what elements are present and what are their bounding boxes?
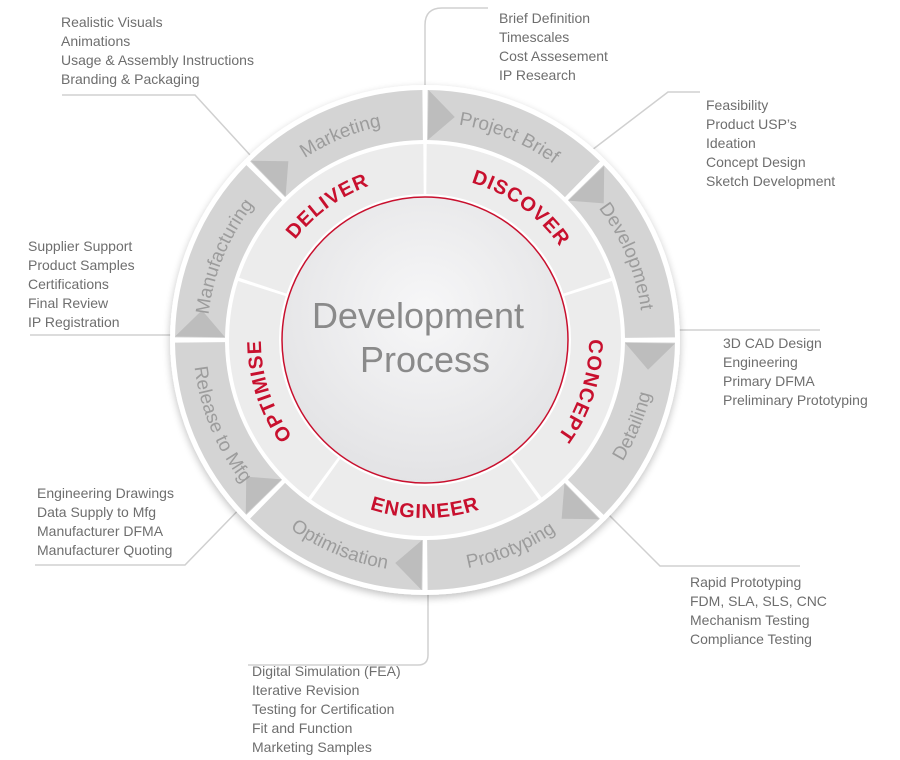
note-line: IP Registration <box>28 314 120 330</box>
outer-segment-arrow <box>624 342 675 370</box>
outer-segment-prototyping[interactable] <box>427 482 600 590</box>
note-line: Primary DFMA <box>723 373 815 389</box>
outer-segment-arrow <box>561 483 600 520</box>
note-line: Concept Design <box>706 154 806 170</box>
inner-segment-discover[interactable] <box>426 144 611 294</box>
inner-segment-deliver[interactable] <box>239 144 424 294</box>
outer-segment-optimisation[interactable] <box>250 482 423 590</box>
outer-segment-marketing[interactable] <box>250 90 423 198</box>
note-line: Final Review <box>28 295 109 311</box>
note-line: IP Research <box>499 67 576 83</box>
connector-optimisation <box>248 580 429 666</box>
note-line: Preliminary Prototyping <box>723 392 868 408</box>
note-line: Product USP’s <box>706 116 797 132</box>
note-line: Realistic Visuals <box>61 14 163 30</box>
note-line: FDM, SLA, SLS, CNC <box>690 593 827 609</box>
connector-project-brief <box>424 7 488 110</box>
note-line: Manufacturer DFMA <box>37 523 164 539</box>
inner-segment-optimise[interactable] <box>229 281 339 498</box>
connector-release-to-mfg <box>35 494 254 566</box>
outer-segment-project-brief[interactable] <box>427 90 600 198</box>
note-line: Marketing Samples <box>252 739 372 755</box>
note-line: 3D CAD Design <box>723 335 822 351</box>
note-line: Supplier Support <box>28 238 132 254</box>
connector-development <box>591 91 700 151</box>
outer-segment-release-to-mfg[interactable] <box>175 342 283 515</box>
note-line: Product Samples <box>28 257 135 273</box>
note-line: Ideation <box>706 135 756 151</box>
note-line: Branding & Packaging <box>61 71 200 87</box>
connector-marketing <box>62 94 251 156</box>
outer-segment-development[interactable] <box>567 165 675 338</box>
note-line: Mechanism Testing <box>690 612 810 628</box>
outer-segment-arrow <box>175 310 226 338</box>
inner-segment-engineer[interactable] <box>311 458 539 536</box>
note-line: Data Supply to Mfg <box>37 504 156 520</box>
center-title-line1: Development <box>312 295 524 336</box>
note-line: Testing for Certification <box>252 701 394 717</box>
inner-segment-concept[interactable] <box>511 281 621 498</box>
note-line: Compliance Testing <box>690 631 812 647</box>
center-title-line2: Process <box>360 339 490 380</box>
note-line: Feasibility <box>706 97 768 113</box>
note-line: Iterative Revision <box>252 682 359 698</box>
note-line: Animations <box>61 33 130 49</box>
outer-segment-arrow <box>395 539 423 590</box>
note-line: Brief Definition <box>499 10 590 26</box>
outer-segment-arrow <box>250 160 289 197</box>
note-line: Fit and Function <box>252 720 352 736</box>
note-line: Digital Simulation (FEA) <box>252 663 401 679</box>
center-circle <box>281 196 569 484</box>
outer-segment-arrow <box>568 165 605 204</box>
outer-segment-arrow <box>427 90 455 141</box>
note-line: Engineering <box>723 354 798 370</box>
outer-segment-detailing[interactable] <box>567 342 675 515</box>
outer-segment-manufacturing[interactable] <box>175 165 283 338</box>
note-line: Certifications <box>28 276 109 292</box>
note-line: Cost Assesement <box>499 48 608 64</box>
note-line: Timescales <box>499 29 569 45</box>
notes-optimisation: Digital Simulation (FEA) Iterative Revisi… <box>252 663 401 755</box>
note-line: Sketch Development <box>706 173 835 189</box>
note-line: Manufacturer Quoting <box>37 542 172 558</box>
note-line: Engineering Drawings <box>37 485 174 501</box>
note-line: Usage & Assembly Instructions <box>61 52 254 68</box>
outer-segment-arrow <box>245 476 282 515</box>
note-line: Rapid Prototyping <box>690 574 801 590</box>
